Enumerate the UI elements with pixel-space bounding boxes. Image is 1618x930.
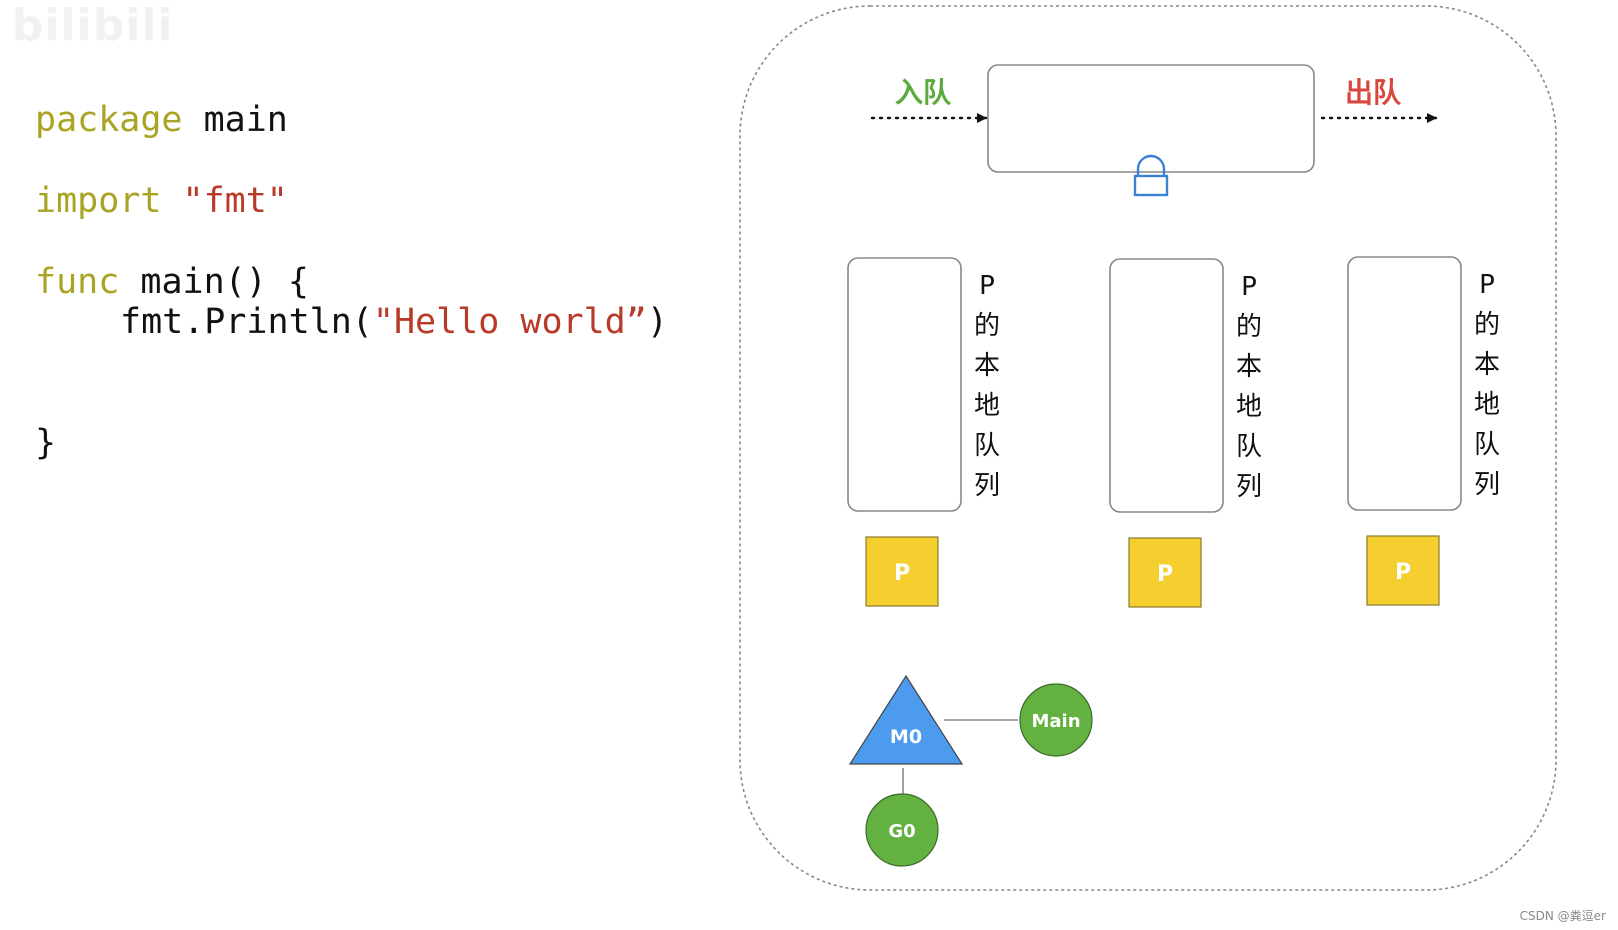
enqueue-label: 入队 bbox=[895, 76, 952, 109]
csdn-credit: CSDN @粪逗er bbox=[1519, 909, 1606, 923]
code-line-func: func main() { bbox=[35, 262, 309, 302]
code-string: "Hello world” bbox=[372, 302, 647, 342]
dequeue-label: 出队 bbox=[1345, 76, 1402, 109]
code-line-println: fmt.Println("Hello world”) bbox=[120, 302, 668, 342]
processor-p-label: P bbox=[894, 561, 910, 586]
bilibili-watermark: bilibili bbox=[12, 0, 174, 51]
machine-m0-label: M0 bbox=[890, 726, 922, 748]
code-brace: } bbox=[35, 423, 57, 463]
local-queue-label-1: P 的 本 地 队 列 bbox=[973, 271, 1000, 501]
local-queue-2 bbox=[1109, 258, 1224, 513]
processor-p-3: P bbox=[1366, 535, 1440, 606]
code-keyword: func bbox=[35, 262, 120, 302]
local-queue-3 bbox=[1347, 256, 1462, 511]
scheduler-container bbox=[739, 5, 1557, 891]
code-line-close-brace: } bbox=[35, 423, 56, 463]
code-keyword: package bbox=[35, 100, 183, 140]
code-identifier: main bbox=[203, 100, 288, 140]
processor-p-1: P bbox=[865, 536, 939, 607]
code-identifier: main() { bbox=[140, 262, 309, 302]
processor-p-label: P bbox=[1157, 562, 1173, 587]
goroutine-main: Main bbox=[1019, 683, 1093, 757]
code-call: fmt.Println( bbox=[120, 302, 373, 342]
lock-icon bbox=[1133, 154, 1169, 197]
local-queue-label-2: P 的 本 地 队 列 bbox=[1235, 272, 1262, 502]
code-line-import: import "fmt" bbox=[35, 181, 288, 221]
code-paren: ) bbox=[646, 302, 668, 342]
local-queue-1 bbox=[847, 257, 962, 512]
code-keyword: import bbox=[35, 181, 162, 221]
code-string: "fmt" bbox=[182, 181, 288, 221]
machine-m0: M0 bbox=[848, 674, 964, 765]
goroutine-g0: G0 bbox=[865, 793, 939, 867]
processor-p-2: P bbox=[1128, 537, 1202, 608]
goroutine-main-label: Main bbox=[1031, 711, 1080, 732]
local-queue-label-3: P 的 本 地 队 列 bbox=[1473, 270, 1500, 500]
processor-p-label: P bbox=[1395, 560, 1411, 585]
global-queue bbox=[987, 64, 1315, 173]
code-line-package: package main bbox=[35, 100, 288, 140]
goroutine-g0-label: G0 bbox=[888, 821, 915, 842]
